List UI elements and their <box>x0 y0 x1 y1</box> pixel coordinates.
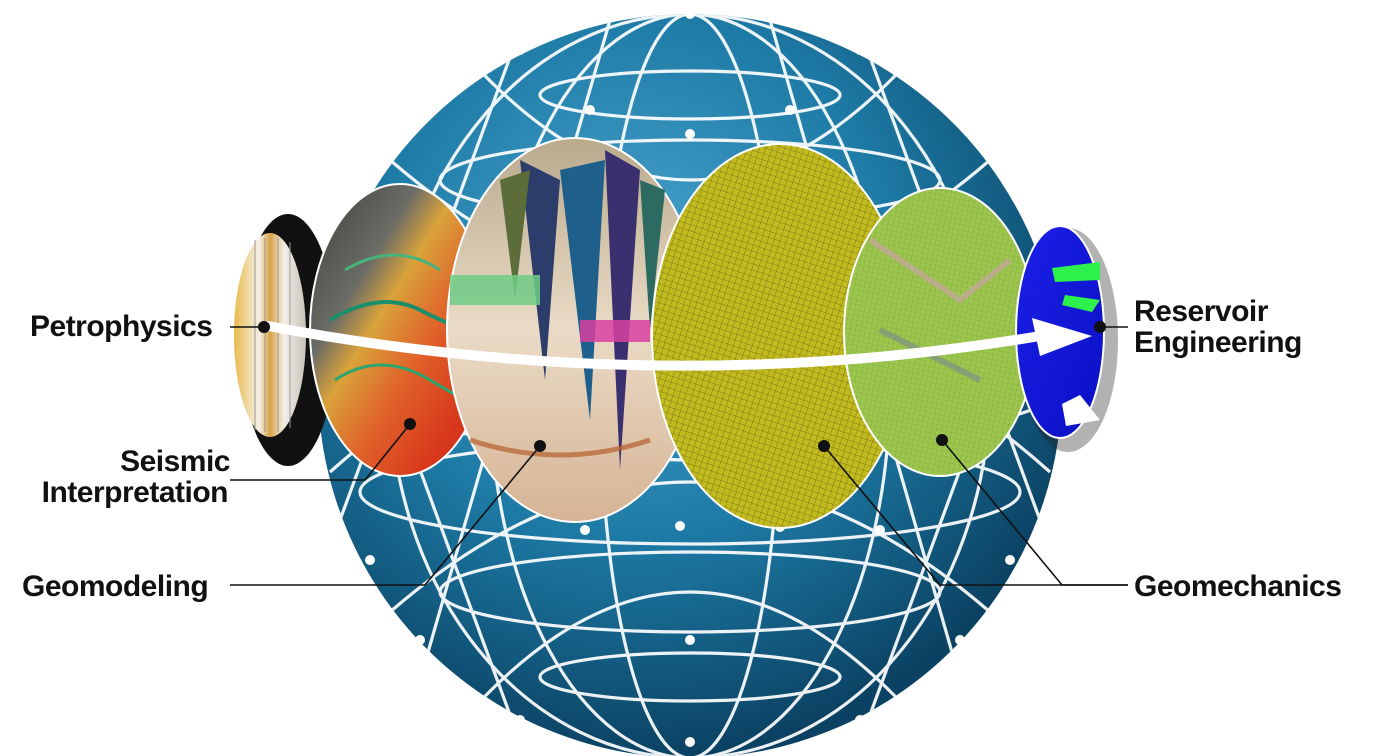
label-geomodeling: Geomodeling <box>22 571 208 602</box>
reservoir-text: Reservoir <box>1134 296 1302 327</box>
label-petrophysics: Petrophysics <box>30 311 212 342</box>
label-reservoir-engineering: Reservoir Engineering <box>1134 296 1302 358</box>
seismic-text: Seismic <box>108 446 230 477</box>
label-interpretation: Interpretation <box>0 477 228 508</box>
petrophysics-text: Petrophysics <box>30 310 212 343</box>
geomechanics-text: Geomechanics <box>1134 570 1341 603</box>
label-geomechanics: Geomechanics <box>1134 571 1341 602</box>
interpretation-text: Interpretation <box>0 477 228 508</box>
geomechanics-detail-panel <box>844 188 1036 476</box>
label-seismic: Seismic <box>108 446 230 477</box>
geomodeling-text: Geomodeling <box>22 570 208 603</box>
engineering-text: Engineering <box>1134 327 1302 358</box>
